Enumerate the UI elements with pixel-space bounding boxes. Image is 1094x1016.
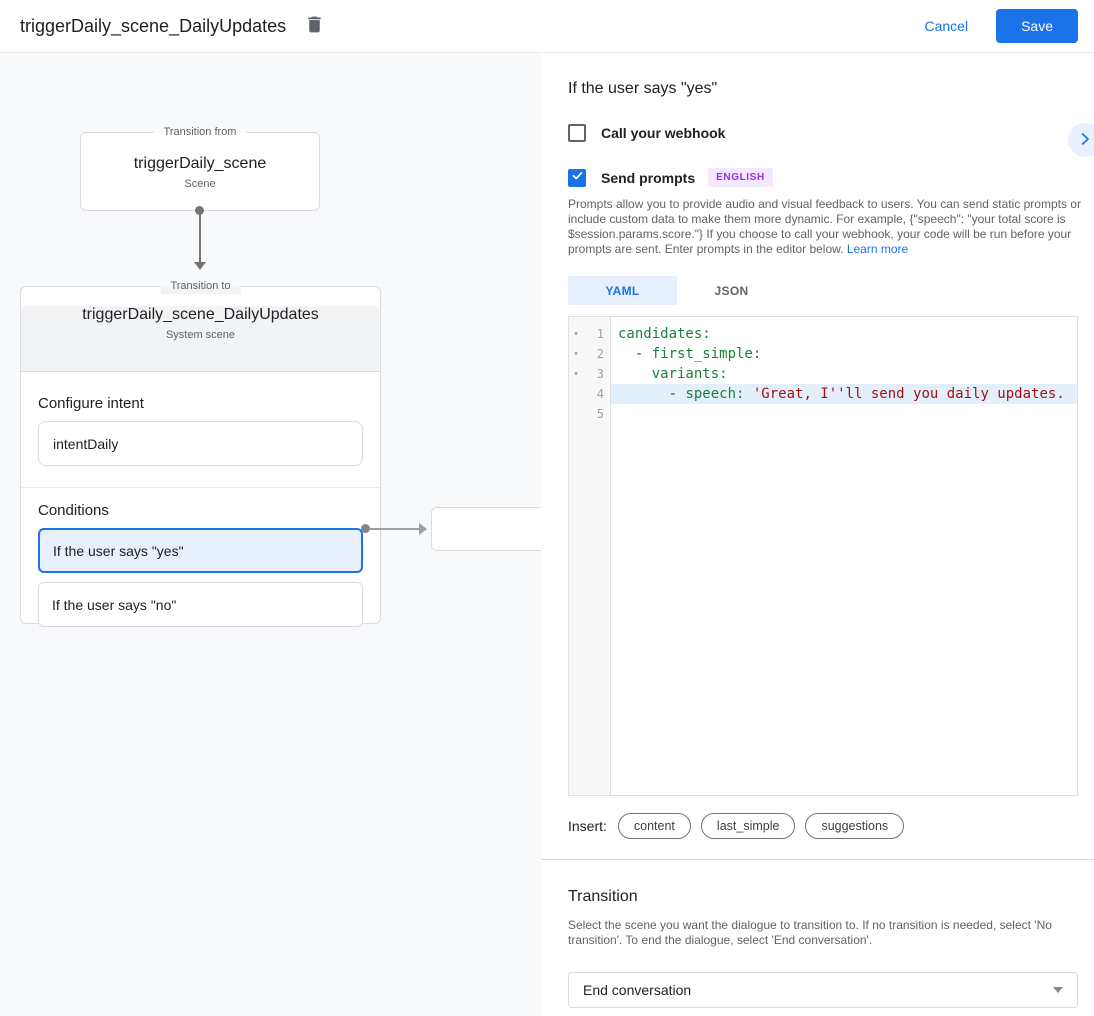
language-badge: ENGLISH xyxy=(708,168,773,187)
cancel-button[interactable]: Cancel xyxy=(924,18,969,34)
line-number: 5 xyxy=(596,407,604,421)
send-prompts-label: Send prompts xyxy=(601,169,696,186)
code-token: 'Great, I''ll send you daily updates. xyxy=(752,386,1065,402)
condition-item-yes[interactable]: If the user says "yes" xyxy=(38,528,363,573)
arrow-right-icon xyxy=(419,523,427,535)
to-node-header: Transition to triggerDaily_scene_DailyUp… xyxy=(21,279,380,372)
code-line-content: - first_simple: xyxy=(611,344,1077,364)
fold-arrow-icon[interactable]: ▾ xyxy=(573,349,579,358)
webhook-checkbox-row[interactable]: Call your webhook xyxy=(568,124,1078,142)
send-prompts-checkbox-row[interactable]: Send prompts ENGLISH xyxy=(568,168,1078,187)
editor-gutter xyxy=(569,317,611,795)
conditions-label: Conditions xyxy=(38,502,109,519)
line-gutter: 4 xyxy=(569,384,611,404)
code-line[interactable]: 4 - speech: 'Great, I''ll send you daily… xyxy=(569,384,1077,404)
line-gutter: ▾3 xyxy=(569,364,611,384)
prompts-description-text: Prompts allow you to provide audio and v… xyxy=(568,197,1081,256)
insert-label: Insert: xyxy=(568,818,607,834)
transition-to-legend: Transition to xyxy=(160,279,241,294)
line-number: 4 xyxy=(596,387,604,401)
learn-more-link[interactable]: Learn more xyxy=(846,242,909,256)
prompts-description: Prompts allow you to provide audio and v… xyxy=(568,197,1085,257)
node-divider xyxy=(21,487,380,488)
transition-select[interactable]: End conversation xyxy=(568,972,1078,1008)
webhook-checkbox[interactable] xyxy=(568,124,586,142)
insert-chip-content[interactable]: content xyxy=(617,813,691,839)
code-token xyxy=(618,366,652,382)
code-line-content: variants: xyxy=(611,364,1077,384)
edge-start-dot xyxy=(195,206,204,215)
scene-flow-canvas[interactable]: Transition from triggerDaily_scene Scene… xyxy=(0,53,541,1016)
fold-arrow-icon[interactable]: ▾ xyxy=(573,369,579,378)
code-line[interactable]: 5 xyxy=(569,404,1077,424)
header-bar: triggerDaily_scene_DailyUpdates Cancel S… xyxy=(0,0,1094,53)
insert-chip-suggestions[interactable]: suggestions xyxy=(805,813,905,839)
insert-chips: content last_simple suggestions xyxy=(617,813,914,839)
page-title: triggerDaily_scene_DailyUpdates xyxy=(20,15,287,36)
checkmark-icon xyxy=(571,169,584,187)
condition-edge-dot xyxy=(361,524,370,533)
transition-from-legend: Transition from xyxy=(153,125,247,140)
code-line-content: - speech: 'Great, I''ll send you daily u… xyxy=(611,384,1077,404)
line-number: 2 xyxy=(596,347,604,361)
intent-field-value: intentDaily xyxy=(53,435,119,452)
code-line-content xyxy=(611,404,1077,424)
tab-json[interactable]: JSON xyxy=(677,276,786,305)
line-gutter: 5 xyxy=(569,404,611,424)
insert-chip-last_simple[interactable]: last_simple xyxy=(700,813,796,839)
trash-icon xyxy=(304,14,325,38)
webhook-checkbox-label: Call your webhook xyxy=(601,125,726,141)
collapse-panel-button[interactable] xyxy=(1068,123,1094,157)
line-gutter: ▾2 xyxy=(569,344,611,364)
insert-row: Insert: content last_simple suggestions xyxy=(568,813,1078,839)
line-gutter: ▾1 xyxy=(569,324,611,344)
code-token: candidates: xyxy=(618,326,711,342)
code-token: variants: xyxy=(651,366,728,382)
code-token: - xyxy=(618,386,686,402)
edge-vertical-line xyxy=(199,213,201,262)
intent-field[interactable]: intentDaily xyxy=(38,421,363,466)
code-token: - xyxy=(618,346,652,362)
transition-to-node[interactable]: Transition to triggerDaily_scene_DailyUp… xyxy=(20,279,381,627)
panel-divider xyxy=(541,859,1094,860)
code-line[interactable]: ▾2 - first_simple: xyxy=(569,344,1077,364)
editor-format-tabs: YAML JSON xyxy=(568,276,1078,305)
to-scene-name: triggerDaily_scene_DailyUpdates xyxy=(82,306,319,323)
condition-item-label: If the user says "yes" xyxy=(53,542,184,559)
code-token: first_simple: xyxy=(651,346,762,362)
code-line[interactable]: ▾3 variants: xyxy=(569,364,1077,384)
fold-arrow-icon[interactable]: ▾ xyxy=(573,329,579,338)
code-line-content: candidates: xyxy=(611,324,1077,344)
from-scene-type: Scene xyxy=(184,178,216,190)
from-scene-name: triggerDaily_scene xyxy=(133,155,267,172)
condition-title: If the user says "yes" xyxy=(568,80,718,97)
line-number: 1 xyxy=(596,327,604,341)
condition-item-label: If the user says "no" xyxy=(52,596,177,613)
condition-target-node[interactable] xyxy=(431,507,541,551)
send-prompts-checkbox[interactable] xyxy=(568,168,586,187)
condition-item-no[interactable]: If the user says "no" xyxy=(38,582,363,627)
transition-from-node[interactable]: Transition from triggerDaily_scene Scene xyxy=(80,125,320,211)
delete-scene-button[interactable] xyxy=(304,14,325,38)
edge-horizontal-line xyxy=(369,528,419,530)
save-button[interactable]: Save xyxy=(996,9,1078,43)
configure-intent-label: Configure intent xyxy=(38,395,144,412)
condition-detail-panel: If the user says "yes" Call your webhook… xyxy=(541,53,1094,1016)
tab-yaml[interactable]: YAML xyxy=(568,276,677,305)
transition-description: Select the scene you want the dialogue t… xyxy=(568,918,1052,947)
transition-title: Transition xyxy=(568,888,638,905)
line-number: 3 xyxy=(596,367,604,381)
to-scene-type: System scene xyxy=(165,329,236,341)
transition-select-value: End conversation xyxy=(583,982,692,998)
arrow-down-icon xyxy=(194,262,206,270)
dropdown-caret-icon xyxy=(1053,987,1063,993)
chevron-right-icon xyxy=(1076,130,1094,151)
code-token: speech: xyxy=(685,386,753,402)
